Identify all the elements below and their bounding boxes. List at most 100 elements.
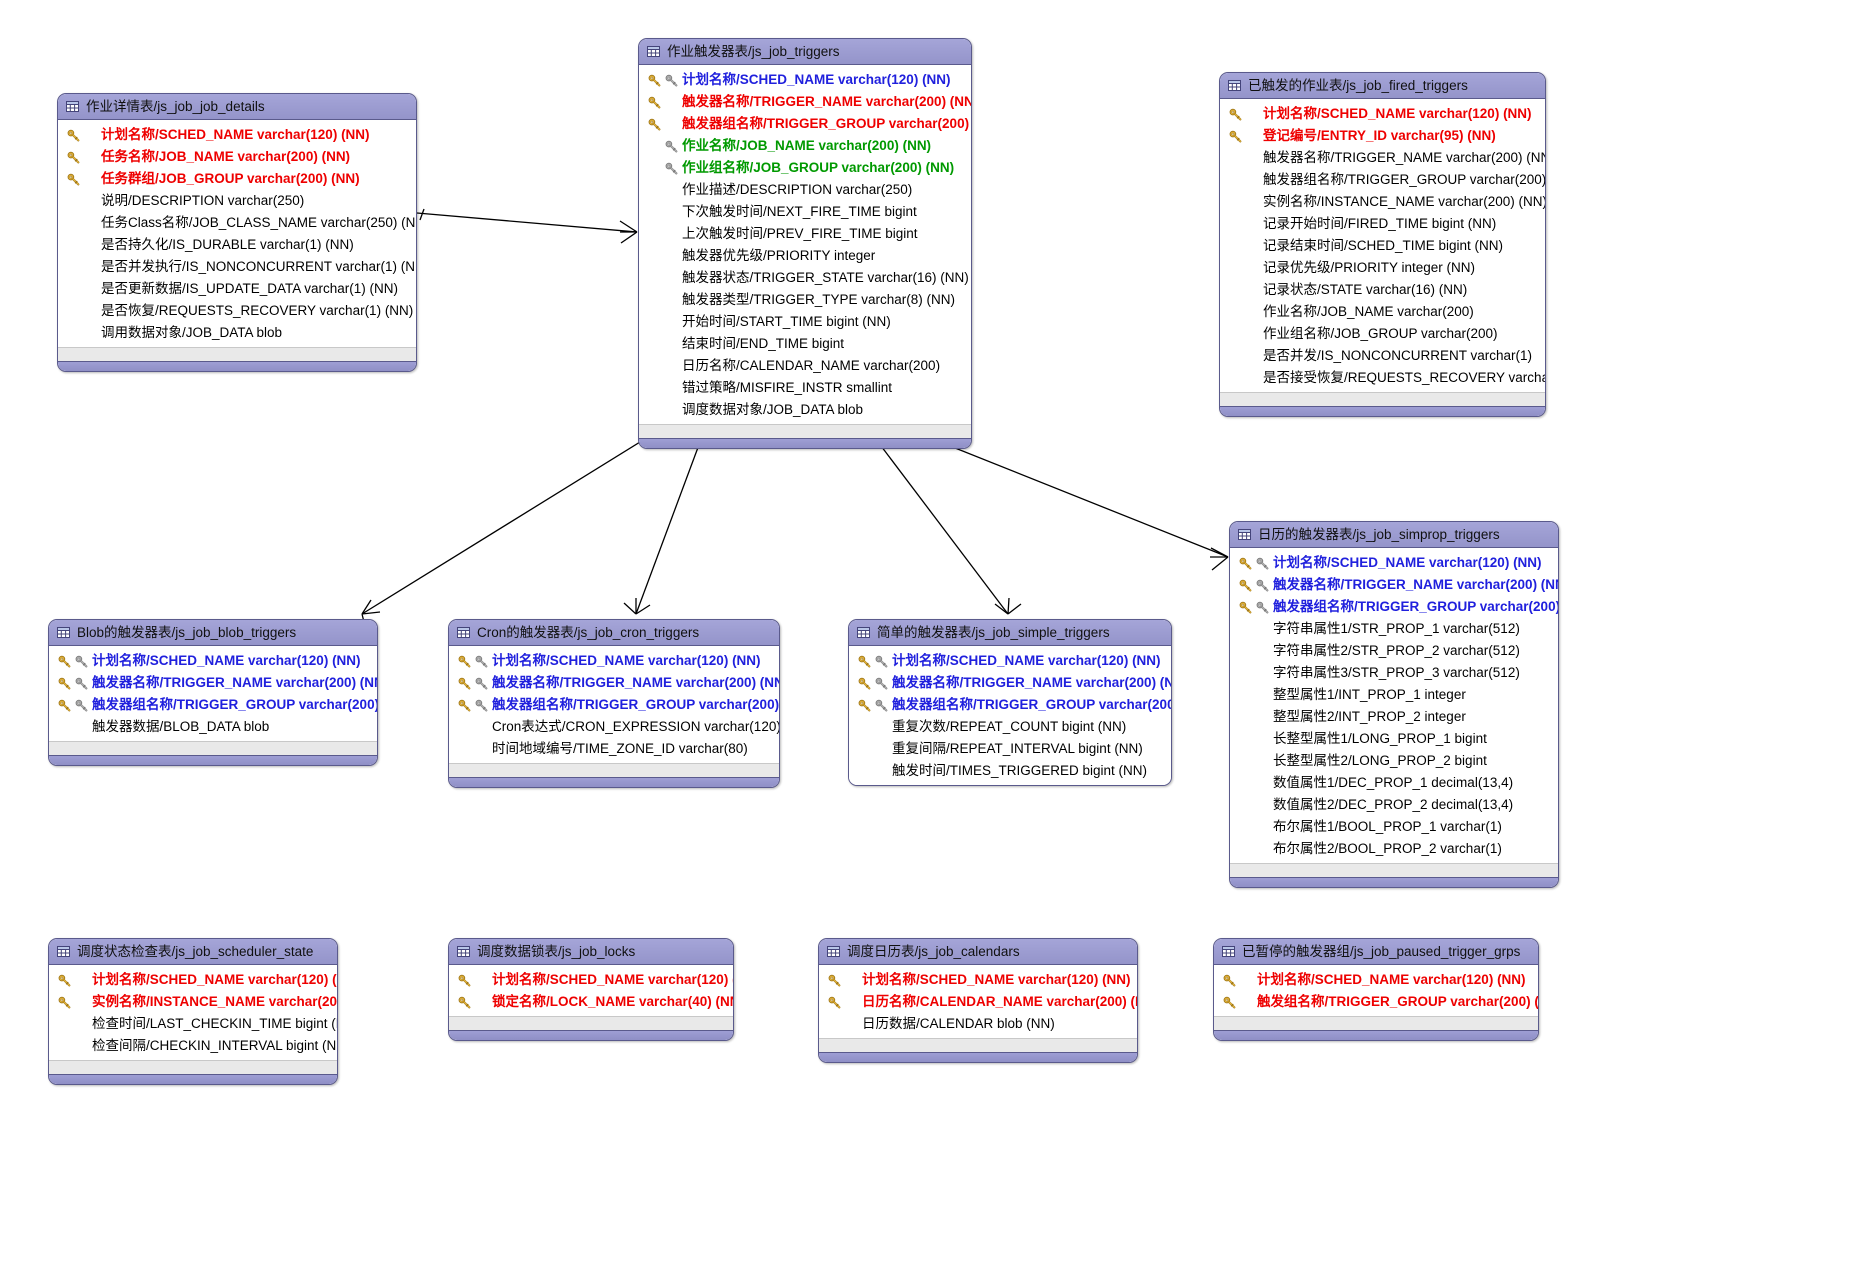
attribute-row-calendars-1[interactable]: 日历名称/CALENDAR_NAME varchar(200) (NN) [819, 991, 1137, 1013]
attribute-row-calendars-2[interactable]: 日历数据/CALENDAR blob (NN) [819, 1013, 1137, 1035]
entity-cron_triggers[interactable]: Cron的触发器表/js_job_cron_triggers 计划名称/SCHE… [448, 619, 780, 788]
attribute-row-job_details-9[interactable]: 调用数据对象/JOB_DATA blob [58, 322, 416, 344]
attribute-row-scheduler_state-1[interactable]: 实例名称/INSTANCE_NAME varchar(200) (NN) [49, 991, 337, 1013]
attribute-row-simprop_triggers-8[interactable]: 长整型属性1/LONG_PROP_1 bigint [1230, 728, 1558, 750]
attribute-row-job_triggers-6[interactable]: 下次触发时间/NEXT_FIRE_TIME bigint [639, 201, 971, 223]
attribute-row-simprop_triggers-5[interactable]: 字符串属性3/STR_PROP_3 varchar(512) [1230, 662, 1558, 684]
attribute-row-job_triggers-13[interactable]: 日历名称/CALENDAR_NAME varchar(200) [639, 355, 971, 377]
attribute-row-simprop_triggers-11[interactable]: 数值属性2/DEC_PROP_2 decimal(13,4) [1230, 794, 1558, 816]
attribute-row-blob_triggers-2[interactable]: 触发器组名称/TRIGGER_GROUP varchar(200) (NN) [49, 694, 377, 716]
attribute-row-fired_triggers-7[interactable]: 记录优先级/PRIORITY integer (NN) [1220, 257, 1545, 279]
attribute-row-fired_triggers-2[interactable]: 触发器名称/TRIGGER_NAME varchar(200) (NN) [1220, 147, 1545, 169]
attribute-row-calendars-0[interactable]: 计划名称/SCHED_NAME varchar(120) (NN) [819, 969, 1137, 991]
attribute-row-simple_triggers-4[interactable]: 重复间隔/REPEAT_INTERVAL bigint (NN) [849, 738, 1171, 760]
attribute-row-job_details-8[interactable]: 是否恢复/REQUESTS_RECOVERY varchar(1) (NN) [58, 300, 416, 322]
entity-locks[interactable]: 调度数据锁表/js_job_locks 计划名称/SCHED_NAME varc… [448, 938, 734, 1041]
attribute-row-simple_triggers-3[interactable]: 重复次数/REPEAT_COUNT bigint (NN) [849, 716, 1171, 738]
entity-header-paused_trigger_grps[interactable]: 已暂停的触发器组/js_job_paused_trigger_grps [1214, 939, 1538, 965]
attribute-row-simprop_triggers-12[interactable]: 布尔属性1/BOOL_PROP_1 varchar(1) [1230, 816, 1558, 838]
attribute-row-simprop_triggers-10[interactable]: 数值属性1/DEC_PROP_1 decimal(13,4) [1230, 772, 1558, 794]
entity-paused_trigger_grps[interactable]: 已暂停的触发器组/js_job_paused_trigger_grps 计划名称… [1213, 938, 1539, 1041]
attribute-row-blob_triggers-0[interactable]: 计划名称/SCHED_NAME varchar(120) (NN) [49, 650, 377, 672]
attribute-row-simprop_triggers-0[interactable]: 计划名称/SCHED_NAME varchar(120) (NN) [1230, 552, 1558, 574]
entity-scheduler_state[interactable]: 调度状态检查表/js_job_scheduler_state 计划名称/SCHE… [48, 938, 338, 1085]
attribute-row-job_details-7[interactable]: 是否更新数据/IS_UPDATE_DATA varchar(1) (NN) [58, 278, 416, 300]
attribute-row-locks-0[interactable]: 计划名称/SCHED_NAME varchar(120) (NN) [449, 969, 733, 991]
attribute-row-job_triggers-12[interactable]: 结束时间/END_TIME bigint [639, 333, 971, 355]
attribute-row-job_details-0[interactable]: 计划名称/SCHED_NAME varchar(120) (NN) [58, 124, 416, 146]
attribute-row-fired_triggers-10[interactable]: 作业组名称/JOB_GROUP varchar(200) [1220, 323, 1545, 345]
entity-simprop_triggers[interactable]: 日历的触发器表/js_job_simprop_triggers 计划名称/SCH… [1229, 521, 1559, 888]
attribute-row-job_details-3[interactable]: 说明/DESCRIPTION varchar(250) [58, 190, 416, 212]
entity-header-blob_triggers[interactable]: Blob的触发器表/js_job_blob_triggers [49, 620, 377, 646]
entity-header-simprop_triggers[interactable]: 日历的触发器表/js_job_simprop_triggers [1230, 522, 1558, 548]
attribute-row-blob_triggers-1[interactable]: 触发器名称/TRIGGER_NAME varchar(200) (NN) [49, 672, 377, 694]
entity-fired_triggers[interactable]: 已触发的作业表/js_job_fired_triggers 计划名称/SCHED… [1219, 72, 1546, 417]
attribute-row-scheduler_state-3[interactable]: 检查间隔/CHECKIN_INTERVAL bigint (NN) [49, 1035, 337, 1057]
entity-header-fired_triggers[interactable]: 已触发的作业表/js_job_fired_triggers [1220, 73, 1545, 99]
entity-simple_triggers[interactable]: 简单的触发器表/js_job_simple_triggers 计划名称/SCHE… [848, 619, 1172, 786]
attribute-row-simprop_triggers-7[interactable]: 整型属性2/INT_PROP_2 integer [1230, 706, 1558, 728]
attribute-row-fired_triggers-6[interactable]: 记录结束时间/SCHED_TIME bigint (NN) [1220, 235, 1545, 257]
attribute-row-simple_triggers-5[interactable]: 触发时间/TIMES_TRIGGERED bigint (NN) [849, 760, 1171, 782]
attribute-row-fired_triggers-8[interactable]: 记录状态/STATE varchar(16) (NN) [1220, 279, 1545, 301]
attribute-row-scheduler_state-2[interactable]: 检查时间/LAST_CHECKIN_TIME bigint (NN) [49, 1013, 337, 1035]
entity-header-locks[interactable]: 调度数据锁表/js_job_locks [449, 939, 733, 965]
attribute-row-paused_trigger_grps-0[interactable]: 计划名称/SCHED_NAME varchar(120) (NN) [1214, 969, 1538, 991]
attribute-row-blob_triggers-3[interactable]: 触发器数据/BLOB_DATA blob [49, 716, 377, 738]
attribute-row-cron_triggers-0[interactable]: 计划名称/SCHED_NAME varchar(120) (NN) [449, 650, 779, 672]
attribute-row-simprop_triggers-3[interactable]: 字符串属性1/STR_PROP_1 varchar(512) [1230, 618, 1558, 640]
attribute-row-locks-1[interactable]: 锁定名称/LOCK_NAME varchar(40) (NN) [449, 991, 733, 1013]
attribute-row-simple_triggers-2[interactable]: 触发器组名称/TRIGGER_GROUP varchar(200) (NN) [849, 694, 1171, 716]
attribute-row-cron_triggers-4[interactable]: 时间地域编号/TIME_ZONE_ID varchar(80) [449, 738, 779, 760]
attribute-row-job_triggers-3[interactable]: 作业名称/JOB_NAME varchar(200) (NN) [639, 135, 971, 157]
entity-header-job_details[interactable]: 作业详情表/js_job_job_details [58, 94, 416, 120]
attribute-row-job_triggers-11[interactable]: 开始时间/START_TIME bigint (NN) [639, 311, 971, 333]
attribute-row-simprop_triggers-6[interactable]: 整型属性1/INT_PROP_1 integer [1230, 684, 1558, 706]
attribute-row-job_details-1[interactable]: 任务名称/JOB_NAME varchar(200) (NN) [58, 146, 416, 168]
attribute-row-paused_trigger_grps-1[interactable]: 触发组名称/TRIGGER_GROUP varchar(200) (NN) [1214, 991, 1538, 1013]
attribute-row-fired_triggers-4[interactable]: 实例名称/INSTANCE_NAME varchar(200) (NN) [1220, 191, 1545, 213]
attribute-row-simple_triggers-1[interactable]: 触发器名称/TRIGGER_NAME varchar(200) (NN) [849, 672, 1171, 694]
attribute-row-fired_triggers-12[interactable]: 是否接受恢复/REQUESTS_RECOVERY varchar(1) [1220, 367, 1545, 389]
attribute-row-fired_triggers-5[interactable]: 记录开始时间/FIRED_TIME bigint (NN) [1220, 213, 1545, 235]
attribute-row-job_details-6[interactable]: 是否并发执行/IS_NONCONCURRENT varchar(1) (NN) [58, 256, 416, 278]
entity-calendars[interactable]: 调度日历表/js_job_calendars 计划名称/SCHED_NAME v… [818, 938, 1138, 1063]
attribute-row-job_details-4[interactable]: 任务Class名称/JOB_CLASS_NAME varchar(250) (N… [58, 212, 416, 234]
attribute-row-job_triggers-4[interactable]: 作业组名称/JOB_GROUP varchar(200) (NN) [639, 157, 971, 179]
attribute-row-fired_triggers-9[interactable]: 作业名称/JOB_NAME varchar(200) [1220, 301, 1545, 323]
attribute-row-fired_triggers-3[interactable]: 触发器组名称/TRIGGER_GROUP varchar(200) (NN) [1220, 169, 1545, 191]
attribute-row-simprop_triggers-2[interactable]: 触发器组名称/TRIGGER_GROUP varchar(200) (NN) [1230, 596, 1558, 618]
attribute-row-simprop_triggers-9[interactable]: 长整型属性2/LONG_PROP_2 bigint [1230, 750, 1558, 772]
entity-job_triggers[interactable]: 作业触发器表/js_job_triggers 计划名称/SCHED_NAME v… [638, 38, 972, 449]
attribute-row-cron_triggers-1[interactable]: 触发器名称/TRIGGER_NAME varchar(200) (NN) [449, 672, 779, 694]
attribute-row-job_triggers-1[interactable]: 触发器名称/TRIGGER_NAME varchar(200) (NN) [639, 91, 971, 113]
attribute-row-job_details-2[interactable]: 任务群组/JOB_GROUP varchar(200) (NN) [58, 168, 416, 190]
attribute-row-simprop_triggers-4[interactable]: 字符串属性2/STR_PROP_2 varchar(512) [1230, 640, 1558, 662]
attribute-row-job_triggers-0[interactable]: 计划名称/SCHED_NAME varchar(120) (NN) [639, 69, 971, 91]
attribute-row-job_details-5[interactable]: 是否持久化/IS_DURABLE varchar(1) (NN) [58, 234, 416, 256]
attribute-row-job_triggers-5[interactable]: 作业描述/DESCRIPTION varchar(250) [639, 179, 971, 201]
attribute-row-job_triggers-7[interactable]: 上次触发时间/PREV_FIRE_TIME bigint [639, 223, 971, 245]
attribute-row-job_triggers-9[interactable]: 触发器状态/TRIGGER_STATE varchar(16) (NN) [639, 267, 971, 289]
entity-header-job_triggers[interactable]: 作业触发器表/js_job_triggers [639, 39, 971, 65]
attribute-row-cron_triggers-2[interactable]: 触发器组名称/TRIGGER_GROUP varchar(200) (NN) [449, 694, 779, 716]
attribute-row-job_triggers-14[interactable]: 错过策略/MISFIRE_INSTR smallint [639, 377, 971, 399]
entity-header-cron_triggers[interactable]: Cron的触发器表/js_job_cron_triggers [449, 620, 779, 646]
attribute-row-scheduler_state-0[interactable]: 计划名称/SCHED_NAME varchar(120) (NN) [49, 969, 337, 991]
attribute-row-simple_triggers-0[interactable]: 计划名称/SCHED_NAME varchar(120) (NN) [849, 650, 1171, 672]
entity-header-simple_triggers[interactable]: 简单的触发器表/js_job_simple_triggers [849, 620, 1171, 646]
attribute-row-fired_triggers-1[interactable]: 登记编号/ENTRY_ID varchar(95) (NN) [1220, 125, 1545, 147]
attribute-row-simprop_triggers-1[interactable]: 触发器名称/TRIGGER_NAME varchar(200) (NN) [1230, 574, 1558, 596]
entity-blob_triggers[interactable]: Blob的触发器表/js_job_blob_triggers 计划名称/SCHE… [48, 619, 378, 766]
attribute-row-job_triggers-2[interactable]: 触发器组名称/TRIGGER_GROUP varchar(200) (NN) [639, 113, 971, 135]
attribute-row-fired_triggers-11[interactable]: 是否并发/IS_NONCONCURRENT varchar(1) [1220, 345, 1545, 367]
attribute-row-job_triggers-8[interactable]: 触发器优先级/PRIORITY integer [639, 245, 971, 267]
entity-header-scheduler_state[interactable]: 调度状态检查表/js_job_scheduler_state [49, 939, 337, 965]
attribute-row-fired_triggers-0[interactable]: 计划名称/SCHED_NAME varchar(120) (NN) [1220, 103, 1545, 125]
attribute-row-job_triggers-15[interactable]: 调度数据对象/JOB_DATA blob [639, 399, 971, 421]
attribute-row-cron_triggers-3[interactable]: Cron表达式/CRON_EXPRESSION varchar(120) (NN… [449, 716, 779, 738]
entity-header-calendars[interactable]: 调度日历表/js_job_calendars [819, 939, 1137, 965]
attribute-row-simprop_triggers-13[interactable]: 布尔属性2/BOOL_PROP_2 varchar(1) [1230, 838, 1558, 860]
entity-job_details[interactable]: 作业详情表/js_job_job_details 计划名称/SCHED_NAME… [57, 93, 417, 372]
